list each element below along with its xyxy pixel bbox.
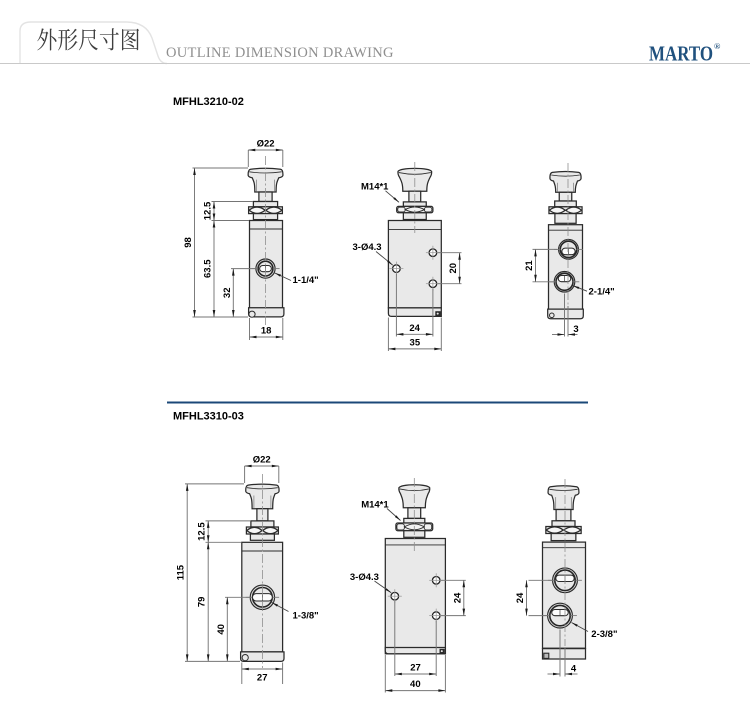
svg-text:Ø22: Ø22 bbox=[257, 139, 275, 150]
svg-text:115: 115 bbox=[176, 564, 187, 580]
svg-text:M14*1: M14*1 bbox=[361, 182, 389, 193]
svg-text:Ø22: Ø22 bbox=[253, 455, 271, 466]
svg-text:2-1/4": 2-1/4" bbox=[589, 287, 615, 298]
svg-text:12.5: 12.5 bbox=[203, 201, 214, 220]
svg-text:79: 79 bbox=[197, 597, 208, 608]
svg-text:98: 98 bbox=[183, 237, 194, 248]
svg-text:MFHL3310-03: MFHL3310-03 bbox=[173, 411, 244, 423]
svg-text:20: 20 bbox=[448, 263, 459, 274]
svg-text:3-Ø4.3: 3-Ø4.3 bbox=[350, 572, 379, 583]
svg-text:1-3/8": 1-3/8" bbox=[293, 611, 319, 622]
svg-text:32: 32 bbox=[222, 288, 233, 299]
svg-text:18: 18 bbox=[261, 326, 272, 337]
svg-text:24: 24 bbox=[515, 592, 526, 603]
svg-text:MFHL3210-02: MFHL3210-02 bbox=[173, 96, 244, 108]
svg-text:35: 35 bbox=[410, 337, 421, 348]
svg-text:4: 4 bbox=[571, 664, 577, 675]
svg-text:®: ® bbox=[714, 41, 721, 51]
svg-text:OUTLINE DIMENSION DRAWING: OUTLINE DIMENSION DRAWING bbox=[166, 45, 394, 61]
svg-text:1-1/4": 1-1/4" bbox=[293, 275, 319, 286]
svg-text:M14*1: M14*1 bbox=[361, 500, 389, 511]
svg-text:3: 3 bbox=[573, 324, 578, 335]
svg-text:24: 24 bbox=[409, 323, 420, 334]
svg-text:40: 40 bbox=[216, 624, 227, 635]
svg-text:27: 27 bbox=[410, 663, 421, 674]
svg-text:2-3/8": 2-3/8" bbox=[591, 629, 617, 640]
svg-text:12.5: 12.5 bbox=[197, 522, 208, 541]
svg-text:27: 27 bbox=[257, 673, 268, 684]
svg-text:MARTO: MARTO bbox=[649, 42, 713, 66]
svg-text:21: 21 bbox=[524, 260, 535, 271]
svg-text:40: 40 bbox=[410, 679, 421, 690]
svg-text:3-Ø4.3: 3-Ø4.3 bbox=[353, 242, 382, 253]
svg-text:24: 24 bbox=[452, 592, 463, 603]
svg-text:63.5: 63.5 bbox=[203, 259, 214, 278]
